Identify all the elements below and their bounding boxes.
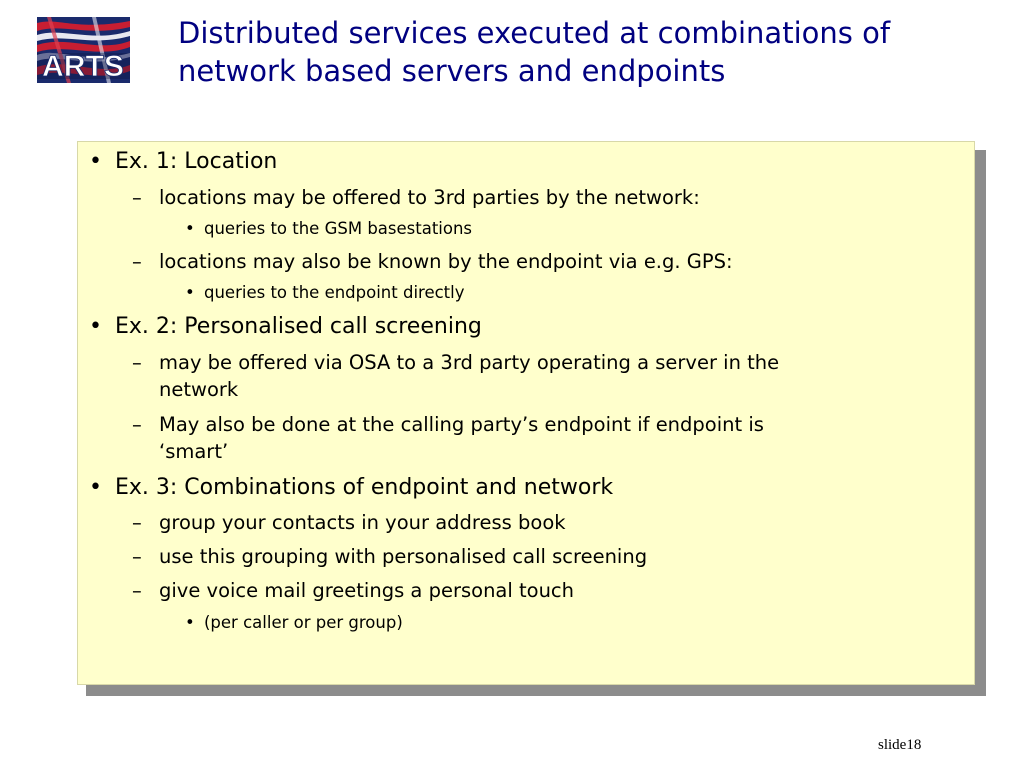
- dash-marker: –: [132, 186, 142, 209]
- slide-number: slide18: [878, 737, 922, 753]
- bullet-ex3-c: – give voice mail greetings a personal t…: [132, 577, 575, 604]
- bullet-text: locations may also be known by the endpo…: [159, 250, 733, 273]
- dash-marker: –: [132, 511, 142, 534]
- bullet-text-continued: ‘smart’: [159, 440, 229, 463]
- bullet-marker: •: [185, 219, 195, 238]
- content-box: • Ex. 1: Location – locations may be off…: [77, 141, 975, 685]
- dash-marker: –: [132, 351, 142, 374]
- bullet-ex1-a: – locations may be offered to 3rd partie…: [132, 184, 700, 211]
- bullet-text-continued: network: [159, 378, 239, 401]
- bullet-marker: •: [89, 149, 102, 174]
- bullet-ex3-b: – use this grouping with personalised ca…: [132, 543, 648, 570]
- bullet-text: give voice mail greetings a personal tou…: [159, 579, 575, 602]
- dash-marker: –: [132, 250, 142, 273]
- bullet-ex1-b: – locations may also be known by the end…: [132, 248, 733, 275]
- bullet-text: queries to the GSM basestations: [204, 219, 473, 238]
- bullet-ex3-a: – group your contacts in your address bo…: [132, 509, 566, 536]
- bullet-ex3: • Ex. 3: Combinations of endpoint and ne…: [89, 475, 614, 501]
- bullet-marker: •: [185, 283, 195, 302]
- logo-text: ARTS: [42, 50, 124, 83]
- bullet-ex1: • Ex. 1: Location: [89, 149, 278, 175]
- bullet-marker: •: [89, 475, 102, 500]
- bullet-text: use this grouping with personalised call…: [159, 545, 648, 568]
- bullet-ex2-b: – May also be done at the calling party’…: [132, 411, 764, 465]
- bullet-ex2: • Ex. 2: Personalised call screening: [89, 314, 482, 340]
- bullet-ex2-a: – may be offered via OSA to a 3rd party …: [132, 349, 780, 403]
- bullet-text: Ex. 1: Location: [115, 149, 278, 174]
- bullet-ex1-b-i: • queries to the endpoint directly: [185, 282, 465, 304]
- bullet-text: locations may be offered to 3rd parties …: [159, 186, 700, 209]
- bullet-text: May also be done at the calling party’s …: [159, 413, 764, 436]
- slide-title-line-1: Distributed services executed at combina…: [178, 16, 891, 50]
- bullet-text: may be offered via OSA to a 3rd party op…: [159, 351, 780, 374]
- slide-title-line-2: network based servers and endpoints: [178, 54, 726, 88]
- arts-logo-graphic: ARTS: [37, 17, 130, 83]
- dash-marker: –: [132, 413, 142, 436]
- bullet-text: group your contacts in your address book: [159, 511, 566, 534]
- arts-logo: ARTS: [37, 17, 130, 83]
- dash-marker: –: [132, 579, 142, 602]
- bullet-marker: •: [185, 613, 195, 632]
- bullet-ex1-a-i: • queries to the GSM basestations: [185, 218, 473, 240]
- dash-marker: –: [132, 545, 142, 568]
- bullet-text: queries to the endpoint directly: [204, 283, 465, 302]
- slide-title: Distributed services executed at combina…: [178, 14, 998, 90]
- bullet-text: (per caller or per group): [204, 613, 403, 632]
- bullet-ex3-c-i: • (per caller or per group): [185, 612, 403, 634]
- bullet-text: Ex. 3: Combinations of endpoint and netw…: [115, 475, 614, 500]
- bullet-marker: •: [89, 314, 102, 339]
- bullet-text: Ex. 2: Personalised call screening: [115, 314, 482, 339]
